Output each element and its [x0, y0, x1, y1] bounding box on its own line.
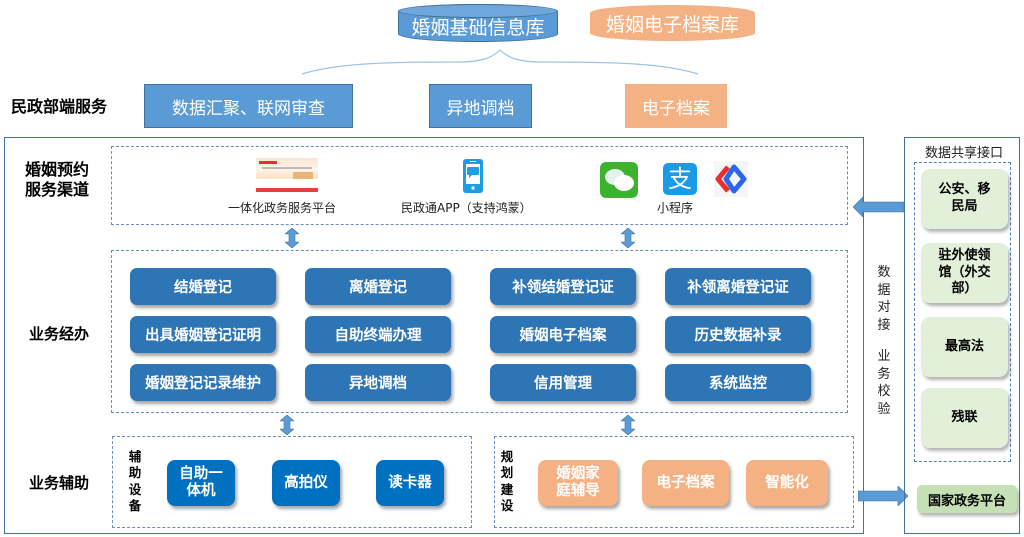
service-label: 电子档案	[642, 98, 710, 119]
channels-label: 婚姻预约 服务渠道	[25, 160, 89, 200]
db-label: 婚姻基础信息库	[411, 16, 545, 39]
data-share-box	[914, 162, 1011, 462]
share-disabled-federation[interactable]: 残联	[921, 388, 1008, 448]
label-char: 建	[500, 481, 514, 497]
service-e-archive: 电子档案	[625, 84, 727, 128]
device-document-camera[interactable]: 高拍仪	[272, 460, 340, 506]
biz-marriage-registration[interactable]: 结婚登记	[130, 268, 276, 305]
biz-marriage-e-archive[interactable]: 婚姻电子档案	[490, 316, 636, 353]
label-char: 助	[128, 465, 142, 481]
brace-connector	[301, 49, 699, 75]
portal-nav	[262, 167, 312, 169]
item-line: 部）	[951, 281, 978, 297]
item-line: 驻外使领	[938, 247, 991, 263]
planning-label: 规 划 建 设	[500, 449, 514, 514]
device-card-reader[interactable]: 读卡器	[376, 460, 444, 506]
civil-affairs-label: 民政部端服务	[11, 97, 108, 116]
double-arrow-icon	[621, 228, 635, 248]
data-share-title: 数据共享接口	[924, 146, 1003, 161]
arrow-right-icon	[858, 486, 908, 506]
wechat-bubble-2	[614, 175, 634, 191]
arrow-left-icon	[853, 197, 905, 217]
auxiliary-label: 业务辅助	[29, 474, 90, 492]
db-marriage-basic-info: 婚姻基础信息库	[398, 4, 558, 42]
label-char: 务	[877, 366, 891, 382]
service-data-aggregation: 数据汇聚、联网审查	[144, 84, 353, 128]
portal-logo	[259, 161, 277, 164]
label-char: 校	[877, 384, 891, 400]
label-char: 接	[877, 317, 891, 333]
label-char: 数	[877, 265, 891, 280]
biz-reissue-divorce-cert[interactable]: 补领离婚登记证	[665, 268, 811, 305]
channels-label-line: 服务渠道	[25, 180, 90, 199]
label-char: 划	[500, 465, 514, 481]
channel-app-label: 民政通APP（支持鸿蒙）	[401, 201, 532, 215]
label-char: 业	[877, 349, 891, 364]
btn-line: 庭辅导	[556, 483, 600, 499]
data-share-panel	[904, 137, 1020, 534]
business-label: 业务经办	[29, 325, 90, 343]
share-embassy[interactable]: 驻外使领馆（外交部）	[921, 243, 1008, 303]
biz-credit-management[interactable]: 信用管理	[490, 364, 636, 401]
national-platform[interactable]: 国家政务平台	[917, 485, 1017, 513]
label-char: 对	[877, 300, 891, 316]
web-portal-thumbnail[interactable]	[256, 158, 318, 192]
item-line: 公安、移	[938, 182, 991, 198]
biz-remote-archive[interactable]: 异地调档	[305, 364, 451, 401]
devices-box	[112, 436, 472, 528]
btn-line: 自助一	[179, 466, 223, 483]
main-frame	[4, 137, 864, 534]
double-arrow-icon	[285, 228, 299, 248]
business-box	[111, 250, 848, 413]
plan-intelligence[interactable]: 智能化	[746, 460, 828, 506]
share-public-security[interactable]: 公安、移民局	[921, 169, 1008, 229]
item-line: 馆（外交	[938, 264, 991, 280]
data-link-label: 数 据 对 接	[877, 264, 891, 334]
label-char: 规	[500, 449, 514, 464]
double-arrow-icon	[621, 415, 635, 435]
biz-system-monitoring[interactable]: 系统监控	[665, 364, 811, 401]
label-char: 设	[128, 481, 142, 497]
label-char: 验	[877, 401, 891, 417]
item-line: 民局	[951, 199, 978, 214]
btn-line: 婚姻家	[556, 466, 600, 483]
double-arrow-icon	[280, 415, 294, 435]
business-verify-label: 业 务 校 验	[877, 348, 891, 418]
mobile-phone-icon[interactable]	[462, 158, 484, 194]
channels-label-line: 婚姻预约	[25, 160, 90, 179]
db-label: 婚姻电子档案库	[605, 13, 739, 36]
label-char: 设	[500, 497, 514, 513]
channel-portal-label: 一体化政务服务平台	[228, 201, 337, 215]
planning-box	[494, 436, 854, 528]
biz-reissue-marriage-cert[interactable]: 补领结婚登记证	[490, 268, 636, 305]
channels-box	[111, 146, 848, 225]
share-supreme-court[interactable]: 最高法	[921, 317, 1008, 377]
biz-issue-certificate[interactable]: 出具婚姻登记证明	[130, 316, 276, 353]
channel-miniprogram-label: 小程序	[657, 201, 694, 215]
label-char: 辅	[128, 449, 142, 464]
biz-self-service-terminal[interactable]: 自助终端办理	[305, 316, 451, 353]
label-char: 备	[128, 497, 142, 513]
btn-line: 体机	[186, 483, 216, 499]
label-char: 据	[877, 282, 891, 298]
portal-banner	[293, 172, 313, 179]
service-label: 异地调档	[446, 98, 515, 119]
biz-divorce-registration[interactable]: 离婚登记	[305, 268, 451, 305]
smart-program-icon[interactable]	[714, 161, 748, 197]
plan-family-counseling[interactable]: 婚姻家庭辅导	[538, 460, 618, 506]
biz-historical-data[interactable]: 历史数据补录	[665, 316, 811, 353]
devices-label: 辅 助 设 备	[128, 449, 142, 514]
alipay-icon[interactable]: 支	[663, 163, 697, 195]
db-marriage-e-archive: 婚姻电子档案库	[590, 5, 755, 41]
service-remote-archive: 异地调档	[429, 84, 532, 128]
device-self-service-kiosk[interactable]: 自助一体机	[167, 460, 235, 506]
wechat-icon[interactable]	[600, 162, 638, 198]
service-label: 数据汇聚、联网审查	[172, 98, 325, 119]
biz-record-maintenance[interactable]: 婚姻登记记录维护	[130, 364, 276, 401]
plan-e-archive[interactable]: 电子档案	[642, 460, 729, 506]
